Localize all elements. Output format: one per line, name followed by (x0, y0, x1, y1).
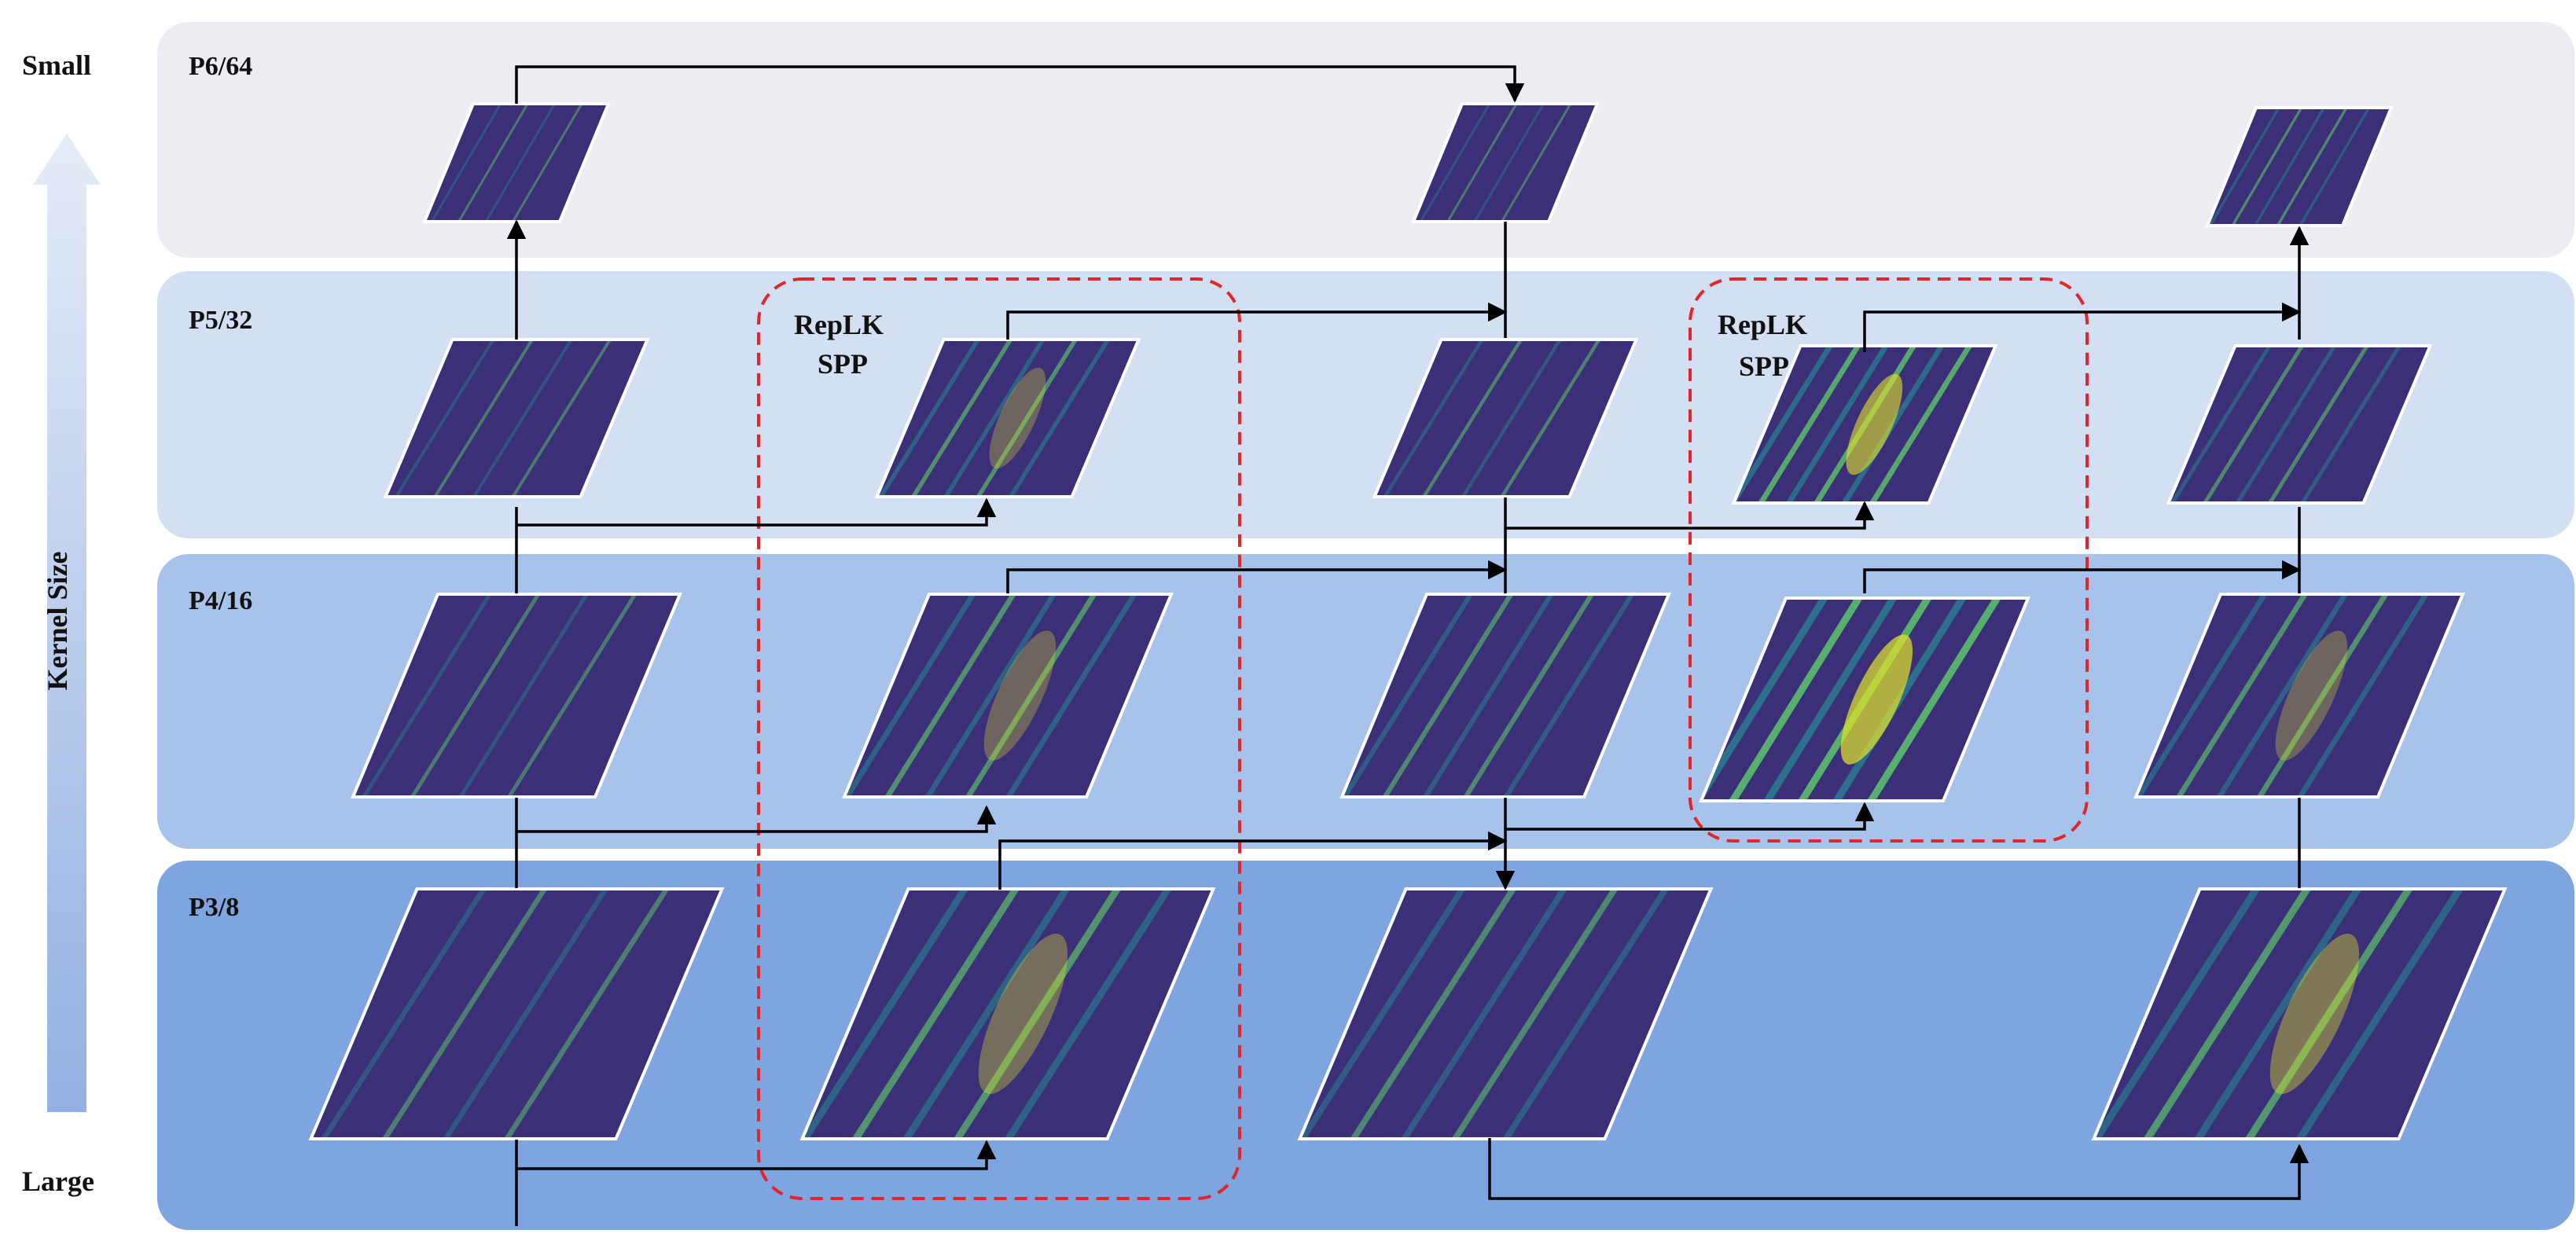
feature-map-p4-col1 (350, 593, 683, 799)
block-2-label-line1: RepLK (1718, 309, 1807, 340)
feature-map-p5-replk2 (1731, 344, 1998, 505)
feature-map-p6-col5 (2205, 106, 2394, 227)
level-band-p5 (157, 271, 2574, 538)
conn-replk2-p5-to-col5 (1863, 302, 2302, 352)
block-2-label-line2: SPP (1739, 351, 1789, 382)
conn-p3-bottom-up (1488, 1138, 2310, 1200)
conn-p4-to-replk1 (516, 805, 997, 833)
level-label-p3: P3/8 (189, 893, 239, 922)
feature-map-p3-col5 (2091, 887, 2508, 1140)
feature-map-p4-col3 (1339, 593, 1672, 799)
conn-p3-to-replk1 (516, 1140, 997, 1170)
feature-map-p5-col1 (383, 338, 650, 498)
axis-bottom-label: Large (22, 1166, 94, 1197)
conn-col3-p5-to-replk2 (1505, 501, 1875, 530)
feature-map-p4-col5 (2133, 593, 2466, 799)
block-1-label-line1: RepLK (794, 309, 884, 340)
conn-col3-p4-to-replk2 (1505, 802, 1875, 831)
feature-map-p3-col1 (308, 887, 725, 1140)
block-1-label-line2: SPP (818, 348, 868, 380)
conn-replk1-p3-to-col3 (998, 831, 1508, 890)
kernel-size-axis-arrow (33, 134, 101, 1112)
feature-map-p4-replk1 (841, 593, 1174, 799)
feature-map-p5-col5 (2166, 344, 2433, 505)
feature-map-p3-col3 (1297, 887, 1714, 1140)
conn-replk2-p4-to-col5 (1863, 560, 2302, 593)
level-label-p4: P4/16 (189, 586, 252, 615)
replk-spp-block-2 (1689, 277, 2089, 843)
axis-top-label: Small (22, 50, 91, 81)
conn-replk1-p4-to-col3 (1006, 560, 1508, 593)
feature-map-p5-col3 (1372, 338, 1639, 498)
replk-spp-block-1 (757, 277, 1241, 1200)
level-label-p5: P5/32 (189, 306, 252, 335)
feature-map-p5-replk1 (874, 338, 1141, 498)
level-label-p6: P6/64 (189, 52, 252, 81)
conn-p5-to-replk1 (516, 498, 997, 527)
level-band-p6 (157, 22, 2574, 258)
feature-map-p6-col3 (1411, 102, 1600, 223)
feature-map-p4-replk2 (1698, 597, 2031, 802)
feature-maps (308, 102, 2508, 1140)
connections (506, 65, 2310, 1226)
feature-map-p3-replk1 (799, 887, 1216, 1140)
conn-replk1-p5-to-col3 (1006, 302, 1508, 340)
axis-title: Kernel Size (42, 552, 73, 691)
conn-p6-lateral (515, 65, 1525, 104)
feature-map-p6-col1 (422, 102, 611, 223)
